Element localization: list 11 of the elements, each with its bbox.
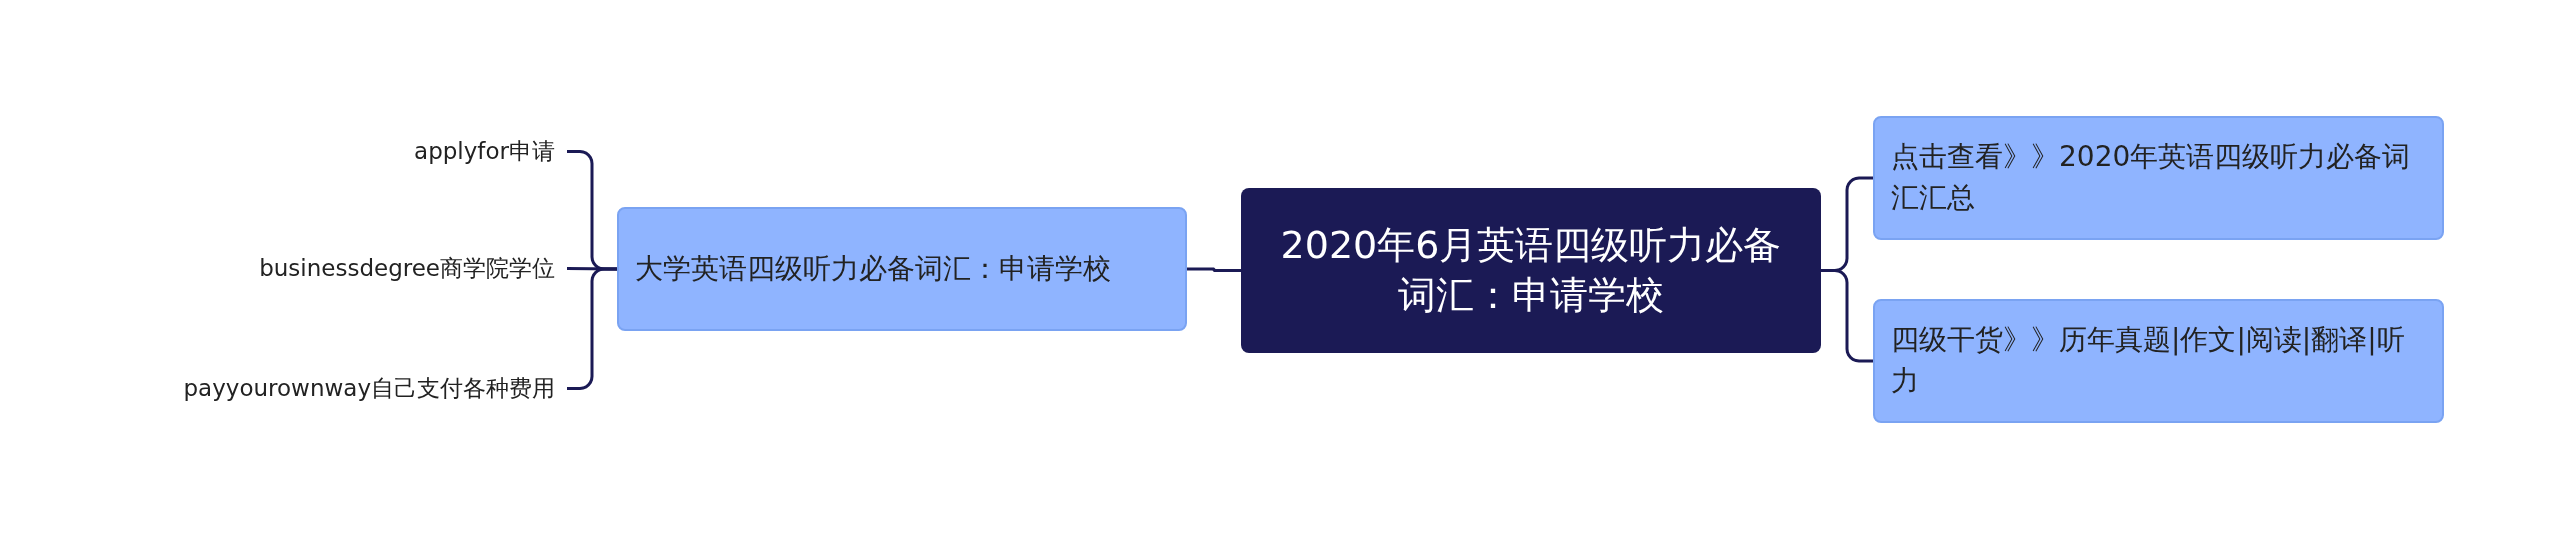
connector-line bbox=[567, 267, 617, 390]
connector-line bbox=[567, 267, 617, 271]
subtopic-text: applyfor申请 bbox=[414, 136, 567, 167]
topic-box: 大学英语四级听力必备词汇：申请学校 bbox=[617, 207, 1187, 331]
subtopic-text: businessdegree商学院学位 bbox=[259, 253, 567, 284]
central-topic-box: 2020年6月英语四级听力必备词汇：申请学校 bbox=[1241, 188, 1821, 353]
subtopic-text: payyourownway自己支付各种费用 bbox=[183, 373, 567, 404]
connector-line bbox=[1821, 269, 1873, 363]
topic-box: 四级干货》》历年真题|作文|阅读|翻译|听力 bbox=[1873, 299, 2444, 423]
topic-box: 点击查看》》2020年英语四级听力必备词汇汇总 bbox=[1873, 116, 2444, 240]
connector-line bbox=[1187, 267, 1241, 272]
